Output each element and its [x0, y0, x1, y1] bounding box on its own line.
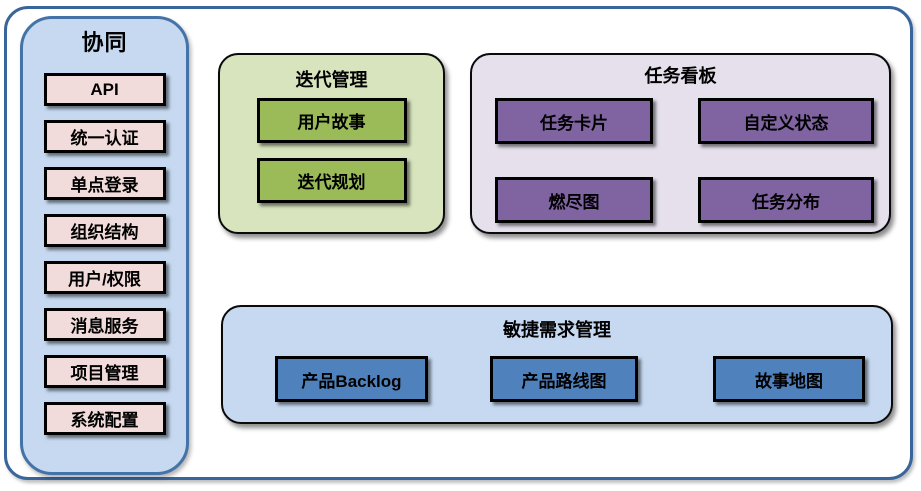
sidebar-collaboration-group: 协同 API 统一认证 单点登录 组织结构 用户/权限 消息服务 项目管理 系统…	[20, 16, 189, 475]
sidebar-item-system-config: 系统配置	[43, 402, 166, 435]
box-product-backlog: 产品Backlog	[275, 356, 428, 402]
sidebar-item-unified-auth: 统一认证	[43, 120, 166, 153]
box-story-map: 故事地图	[713, 356, 865, 402]
requirements-item-row: 产品Backlog 产品路线图 故事地图	[223, 356, 891, 402]
box-task-card: 任务卡片	[495, 98, 653, 144]
sidebar-item-project-management: 项目管理	[43, 355, 166, 388]
box-user-story: 用户故事	[256, 98, 407, 143]
sidebar-item-message-service: 消息服务	[43, 308, 166, 341]
panel-iteration-title: 迭代管理	[295, 70, 368, 90]
sidebar-item-single-sign-on: 单点登录	[43, 167, 166, 200]
panel-iteration-management: 迭代管理 用户故事 迭代规划	[218, 53, 445, 234]
sidebar-item-org-structure: 组织结构	[43, 214, 166, 247]
panel-agile-requirements: 敏捷需求管理 产品Backlog 产品路线图 故事地图	[221, 305, 893, 424]
sidebar-item-api: API	[43, 73, 166, 106]
panel-task-board-title: 任务看板	[644, 66, 717, 86]
box-product-roadmap: 产品路线图	[490, 356, 638, 402]
box-burndown-chart: 燃尽图	[495, 177, 653, 223]
sidebar-item-user-permission: 用户/权限	[43, 261, 166, 294]
sidebar-title: 协同	[81, 30, 128, 55]
box-task-distribution: 任务分布	[698, 177, 874, 223]
task-board-grid: 任务卡片 自定义状态 燃尽图 任务分布	[472, 98, 889, 223]
panel-task-board: 任务看板 任务卡片 自定义状态 燃尽图 任务分布	[470, 53, 891, 234]
sidebar-item-list: API 统一认证 单点登录 组织结构 用户/权限 消息服务 项目管理 系统配置	[23, 73, 186, 435]
box-custom-status: 自定义状态	[698, 98, 874, 144]
panel-agile-requirements-title: 敏捷需求管理	[503, 320, 611, 340]
diagram-canvas: 协同 API 统一认证 单点登录 组织结构 用户/权限 消息服务 项目管理 系统…	[4, 6, 913, 480]
box-iteration-planning: 迭代规划	[256, 158, 407, 203]
